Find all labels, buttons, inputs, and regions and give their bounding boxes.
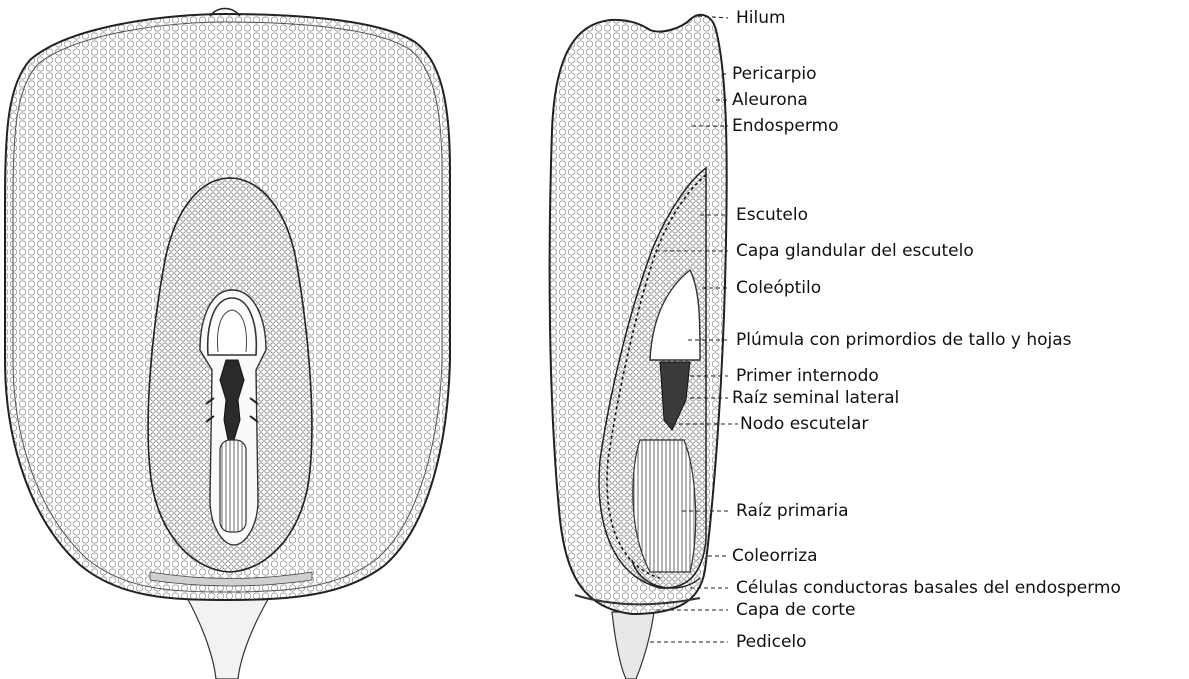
label-primer-internodo: Primer internodo — [736, 366, 879, 386]
label-pedicelo: Pedicelo — [736, 632, 807, 652]
pedicel-left — [186, 596, 270, 679]
label-raiz-seminal: Raíz seminal lateral — [732, 388, 899, 408]
label-plumula: Plúmula con primordios de tallo y hojas — [736, 330, 1072, 350]
label-capa-glandular: Capa glandular del escutelo — [736, 241, 974, 261]
lateral-section-kernel — [550, 15, 727, 679]
label-endospermo: Endospermo — [732, 116, 838, 136]
label-raiz-primaria: Raíz primaria — [736, 501, 849, 521]
label-hilum: Hilum — [736, 8, 786, 28]
label-coleorriza: Coleorriza — [732, 546, 818, 566]
frontal-section-kernel — [5, 9, 450, 679]
pedicel-right — [612, 612, 654, 679]
label-nodo-escutelar: Nodo escutelar — [740, 414, 868, 434]
label-coleoptilo: Coleóptilo — [736, 278, 821, 298]
label-aleurona: Aleurona — [732, 90, 808, 110]
label-celulas-conductoras: Células conductoras basales del endosper… — [736, 578, 1121, 598]
label-pericarpio: Pericarpio — [732, 64, 817, 84]
primary-root-right — [633, 440, 696, 572]
label-escutelo: Escutelo — [736, 205, 808, 225]
label-capa-de-corte: Capa de corte — [736, 600, 855, 620]
primary-root-left — [220, 440, 246, 532]
